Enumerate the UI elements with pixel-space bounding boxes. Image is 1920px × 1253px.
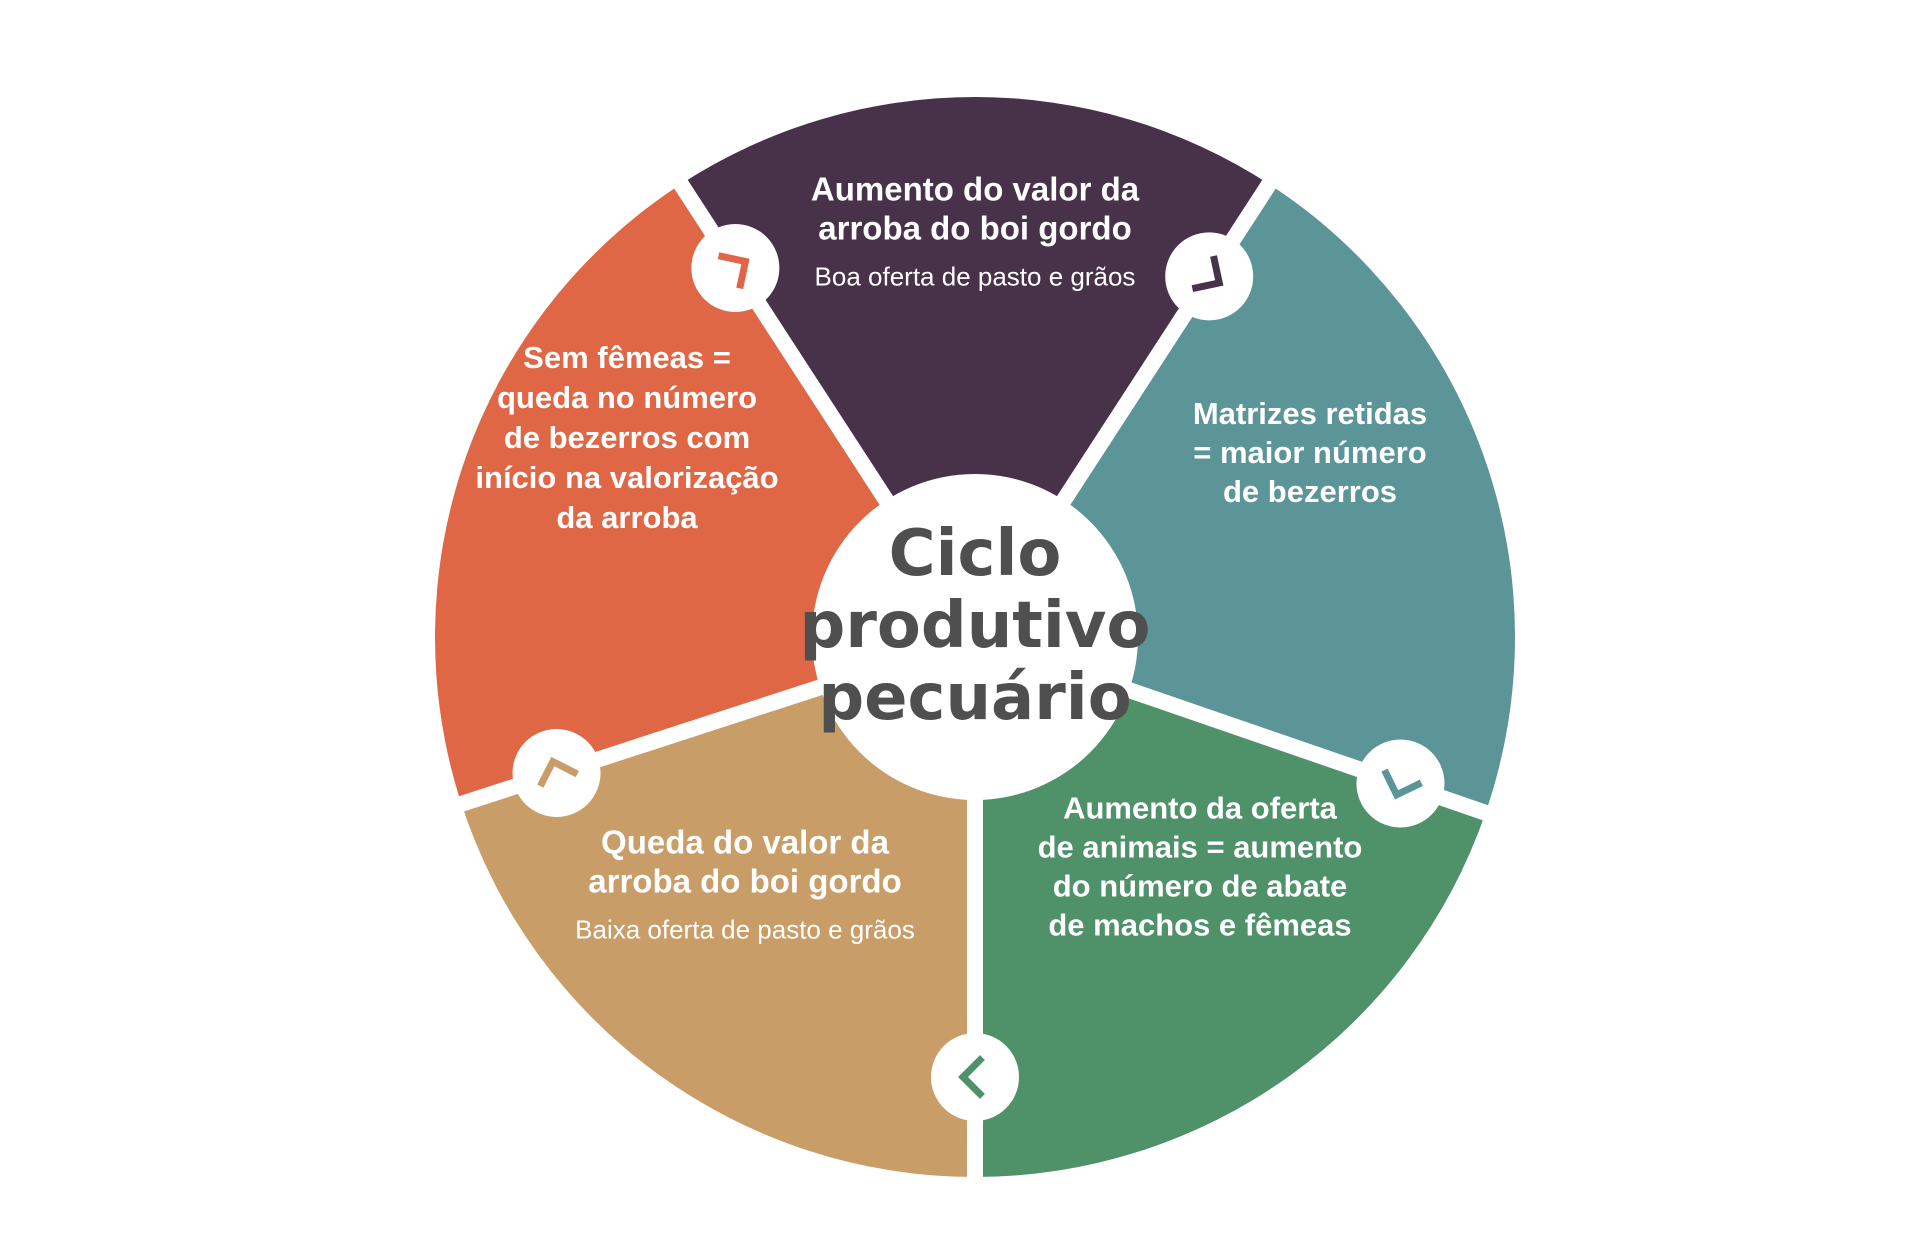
arrow-circle (691, 223, 780, 312)
segment-title-line: de animais = aumento (1038, 830, 1363, 865)
segment-title-line: da arroba (556, 500, 698, 535)
segment-title-line: de bezerros com (504, 420, 750, 455)
segment-title-line: arroba do boi gordo (818, 210, 1131, 247)
segment-title-line: arroba do boi gordo (588, 863, 901, 900)
arrow-bottom (931, 1033, 1019, 1121)
segment-top (680, 96, 1270, 638)
center-title-line: produtivo (800, 589, 1151, 663)
arrow-top-right (1165, 232, 1254, 321)
arrow-right-bottom (1356, 739, 1445, 828)
arrow-circle (931, 1033, 1019, 1121)
center-circle (812, 474, 1138, 800)
center-title-line: Ciclo (889, 517, 1062, 591)
segment-label-left: Sem fêmeas = queda no número de bezerros c… (475, 340, 778, 535)
segment-title-line: do número de abate (1053, 869, 1348, 904)
segment-title-line: queda no número (497, 380, 757, 415)
arrow-circle (1356, 739, 1445, 828)
arrows-layer (512, 223, 1445, 1121)
arrow-circle (1165, 232, 1254, 321)
segment-title-line: início na valorização (475, 460, 778, 495)
arrow-top-left (691, 223, 780, 312)
segment-subtitle: Baixa oferta de pasto e grãos (575, 915, 915, 945)
segment-title-line: Sem fêmeas = (523, 340, 731, 375)
chevron-icon (1381, 768, 1423, 800)
segment-title-line: = maior número (1193, 435, 1426, 470)
segment-title-line: de bezerros (1223, 474, 1397, 509)
segment-title-line: de machos e fêmeas (1048, 908, 1351, 943)
chevron-icon (537, 756, 579, 788)
arrow-circle (512, 728, 601, 817)
segment-label-bottom-right: Aumento da oferta de animais = aumento do … (1038, 791, 1363, 943)
segment-title-line: Aumento da oferta (1063, 791, 1338, 826)
chevron-icon (958, 1055, 985, 1099)
segment-title-line: Queda do valor da (601, 824, 890, 861)
chevron-icon (717, 252, 750, 290)
segment-title-line: Aumento do valor da (811, 171, 1140, 208)
segment-title-line: Matrizes retidas (1193, 396, 1427, 431)
center-title-line: pecuário (818, 661, 1131, 735)
arrow-left-bottom (512, 728, 601, 817)
segment-subtitle: Boa oferta de pasto e grãos (815, 262, 1136, 292)
chevron-icon (1191, 255, 1224, 293)
segment-label-right: Matrizes retidas = maior número de bezerro… (1193, 396, 1427, 509)
